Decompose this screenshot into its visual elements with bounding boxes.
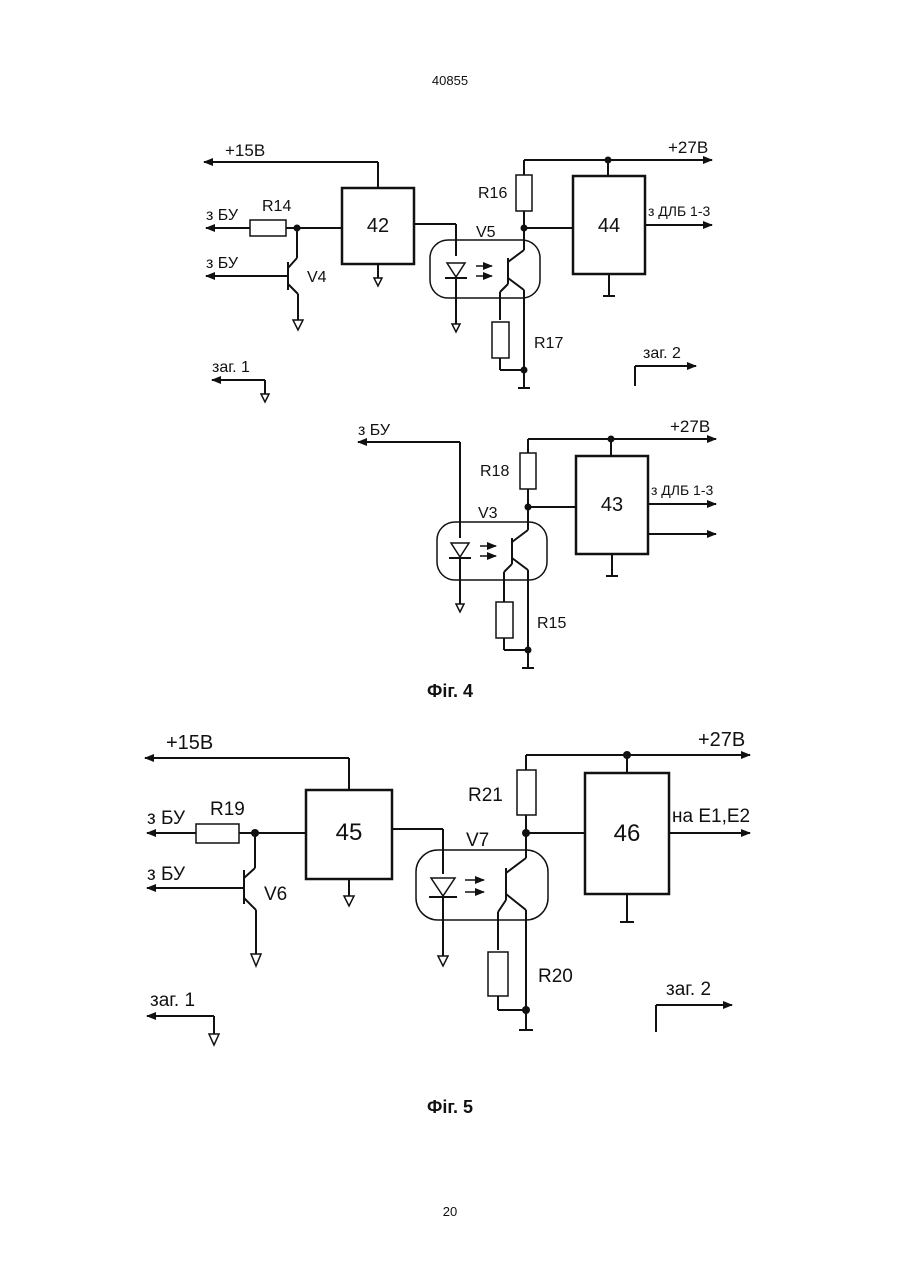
- v7-collector: [506, 858, 526, 873]
- label-v7: V7: [466, 830, 489, 851]
- resistor-r17: [492, 322, 509, 358]
- label-27v: +27В: [668, 138, 708, 157]
- v5-led-ground-icon: [452, 324, 460, 332]
- label-v4: V4: [307, 269, 327, 286]
- label-v3: V3: [478, 505, 498, 522]
- label-dlb: з ДЛБ 1-3: [648, 203, 711, 219]
- label-gnd2-f5: заг. 2: [666, 979, 711, 1000]
- label-r20: R20: [538, 966, 573, 987]
- resistor-r16: [516, 175, 532, 211]
- v5-collector: [508, 250, 524, 262]
- resistor-r18: [520, 453, 536, 489]
- label-r17: R17: [534, 335, 563, 352]
- label-r14: R14: [262, 198, 291, 215]
- resistor-r15: [496, 602, 513, 638]
- v7-led-ground-icon: [438, 956, 448, 966]
- label-r16: R16: [478, 185, 507, 202]
- page-number: 20: [443, 1204, 457, 1219]
- label-v6: V6: [264, 884, 287, 905]
- v5-emitter: [508, 278, 524, 290]
- label-gnd2: заг. 2: [643, 345, 681, 362]
- v6-ground-icon: [251, 954, 261, 966]
- label-27v-bottom: +27В: [670, 417, 710, 436]
- gnd1-ground-icon-f5: [209, 1034, 219, 1045]
- label-bu1-f5: з БУ: [147, 808, 186, 829]
- label-r18: R18: [480, 463, 509, 480]
- label-block-46: 46: [614, 820, 641, 847]
- label-dlb-bottom: з ДЛБ 1-3: [651, 482, 714, 498]
- label-block-45: 45: [336, 819, 363, 846]
- label-gnd1-f5: заг. 1: [150, 990, 195, 1011]
- label-out-e: на Е1,Е2: [672, 806, 750, 827]
- v3-led-icon: [451, 543, 469, 557]
- fig4-bottom-circuit: з БУ V3 R18 +27В R15: [358, 417, 716, 668]
- block-42-ground-icon: [374, 278, 382, 286]
- label-gnd1: заг. 1: [212, 359, 250, 376]
- caption-fig5: Фіг. 5: [427, 1097, 473, 1117]
- v4-collector: [288, 258, 297, 268]
- label-15v-f5: +15В: [166, 732, 213, 754]
- resistor-r14: [250, 220, 286, 236]
- label-block-43: 43: [601, 494, 623, 516]
- v5-led-icon: [447, 263, 465, 277]
- label-27v-f5: +27В: [698, 729, 745, 751]
- v7-emitter: [506, 894, 526, 910]
- label-block-42: 42: [367, 215, 389, 237]
- caption-fig4: Фіг. 4: [427, 681, 473, 701]
- gnd1-ground-icon: [261, 394, 269, 402]
- label-r15: R15: [537, 615, 566, 632]
- label-bu2: з БУ: [206, 255, 239, 272]
- v6-emitter: [244, 898, 256, 910]
- v4-emitter: [288, 284, 298, 294]
- resistor-r20: [488, 952, 508, 996]
- label-v5: V5: [476, 224, 496, 241]
- wire-r17-base: [500, 284, 508, 292]
- v7-led-icon: [431, 878, 455, 896]
- fig4-top-circuit: +15В з БУ R14 з БУ V4 42 V5: [204, 138, 712, 402]
- resistor-r19: [196, 824, 239, 843]
- label-bu2-f5: з БУ: [147, 864, 186, 885]
- doc-number: 40855: [432, 73, 468, 88]
- wire-r15-base: [504, 564, 512, 572]
- label-bu-bottom: з БУ: [358, 422, 391, 439]
- v3-collector: [512, 530, 528, 542]
- v3-led-ground-icon: [456, 604, 464, 612]
- fig5-circuit: +15В з БУ R19 з БУ V6 45 V7: [145, 729, 750, 1045]
- label-r19: R19: [210, 799, 245, 820]
- label-block-44: 44: [598, 215, 620, 237]
- block-45-ground-icon: [344, 896, 354, 906]
- v3-emitter: [512, 558, 528, 570]
- resistor-r21: [517, 770, 536, 815]
- label-r21: R21: [468, 785, 503, 806]
- v4-ground-icon: [293, 320, 303, 330]
- label-bu1: з БУ: [206, 207, 239, 224]
- wire-r20-base: [498, 900, 506, 912]
- optocoupler-v3: [437, 522, 547, 580]
- v6-collector: [244, 868, 255, 878]
- label-15v: +15В: [225, 141, 265, 160]
